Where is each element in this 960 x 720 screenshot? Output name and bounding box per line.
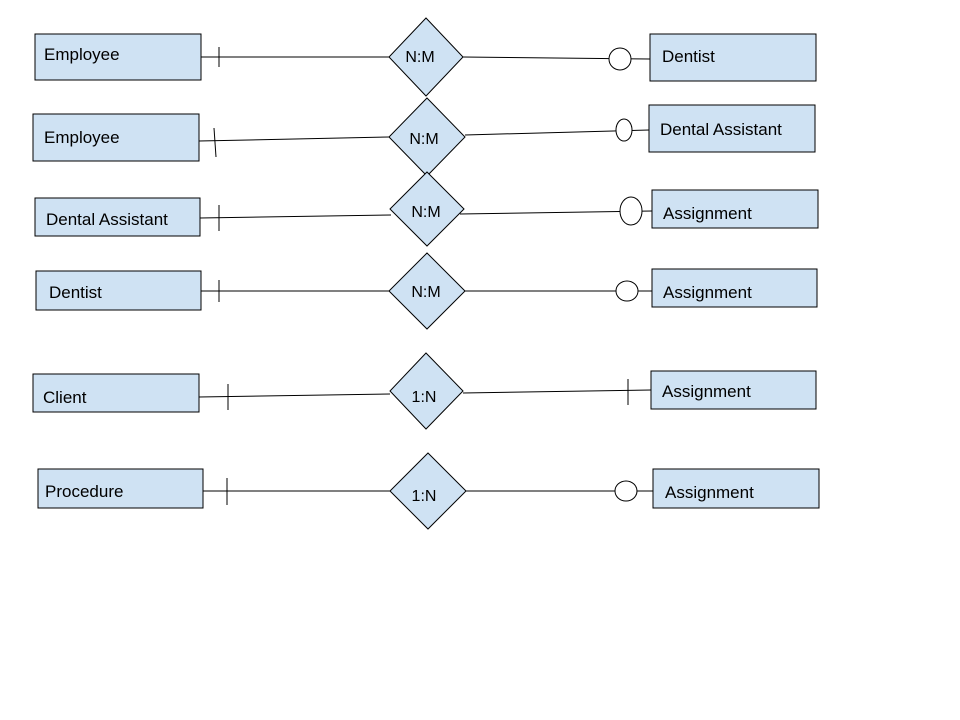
- cardinality-label: N:M: [409, 131, 438, 148]
- cardinality-label: N:M: [405, 49, 434, 66]
- zero-circle-mark: [615, 280, 639, 302]
- entity-label-assignment: Assignment: [663, 204, 752, 223]
- entity-box-assignment: [651, 189, 819, 229]
- relationship-row-client-assignment: Client 1:N Assignment: [32, 352, 817, 430]
- relationship-diamond: [389, 452, 467, 530]
- entity-label-assignment: Assignment: [663, 283, 752, 302]
- relationship-diamond: [388, 252, 466, 330]
- connector-right: [462, 389, 652, 394]
- entity-box-dental-assistant: [648, 104, 816, 153]
- zero-circle-mark: [614, 480, 638, 502]
- entity-label-employee: Employee: [44, 128, 120, 147]
- entity-box-assignment: [651, 268, 818, 308]
- entity-label-employee: Employee: [44, 45, 120, 64]
- entity-label-client: Client: [43, 388, 87, 407]
- entity-box-dentist: [35, 270, 202, 311]
- entity-box-procedure: [37, 468, 204, 509]
- relationship-row-employee-dentist: Employee N:M Dentist: [34, 17, 817, 97]
- connector-left: [199, 214, 392, 219]
- entity-label-assignment: Assignment: [662, 382, 751, 401]
- entity-label-dental-assistant: Dental Assistant: [660, 120, 782, 139]
- entity-label-procedure: Procedure: [45, 482, 123, 501]
- relationship-row-employee-dental-assistant: Employee N:M Dental Assistant: [32, 97, 816, 177]
- entity-label-dentist: Dentist: [662, 47, 715, 66]
- connector-left: [198, 136, 390, 142]
- connector-left: [198, 393, 391, 398]
- relationship-diamond: [389, 171, 465, 247]
- entity-label-assignment: Assignment: [665, 483, 754, 502]
- one-bar-mark: [213, 127, 217, 158]
- cardinality-label: N:M: [411, 284, 440, 301]
- entity-box-employee: [32, 113, 200, 162]
- entity-box-assignment: [650, 370, 817, 410]
- entity-box-dental-assistant: [34, 197, 201, 237]
- entity-box-client: [32, 373, 200, 413]
- entity-box-employee: [34, 33, 202, 81]
- zero-circle-mark: [619, 196, 643, 226]
- relationship-diamond: [389, 352, 464, 430]
- zero-circle-mark: [615, 118, 633, 142]
- relationship-row-procedure-assignment: Procedure 1:N Assignment: [37, 452, 820, 530]
- entity-label-dental-assistant: Dental Assistant: [46, 210, 168, 229]
- cardinality-label: 1:N: [412, 488, 437, 505]
- cardinality-label: 1:N: [412, 389, 437, 406]
- entity-box-dentist: [649, 33, 817, 82]
- relationship-diamond: [388, 17, 464, 97]
- entity-box-assignment: [652, 468, 820, 509]
- entity-label-dentist: Dentist: [49, 283, 102, 302]
- cardinality-label: N:M: [411, 204, 440, 221]
- relationship-row-dental-assistant-assignment: Dental Assistant N:M Assignment: [34, 171, 819, 247]
- zero-circle-mark: [608, 47, 632, 71]
- relationship-row-dentist-assignment: Dentist N:M Assignment: [35, 252, 818, 330]
